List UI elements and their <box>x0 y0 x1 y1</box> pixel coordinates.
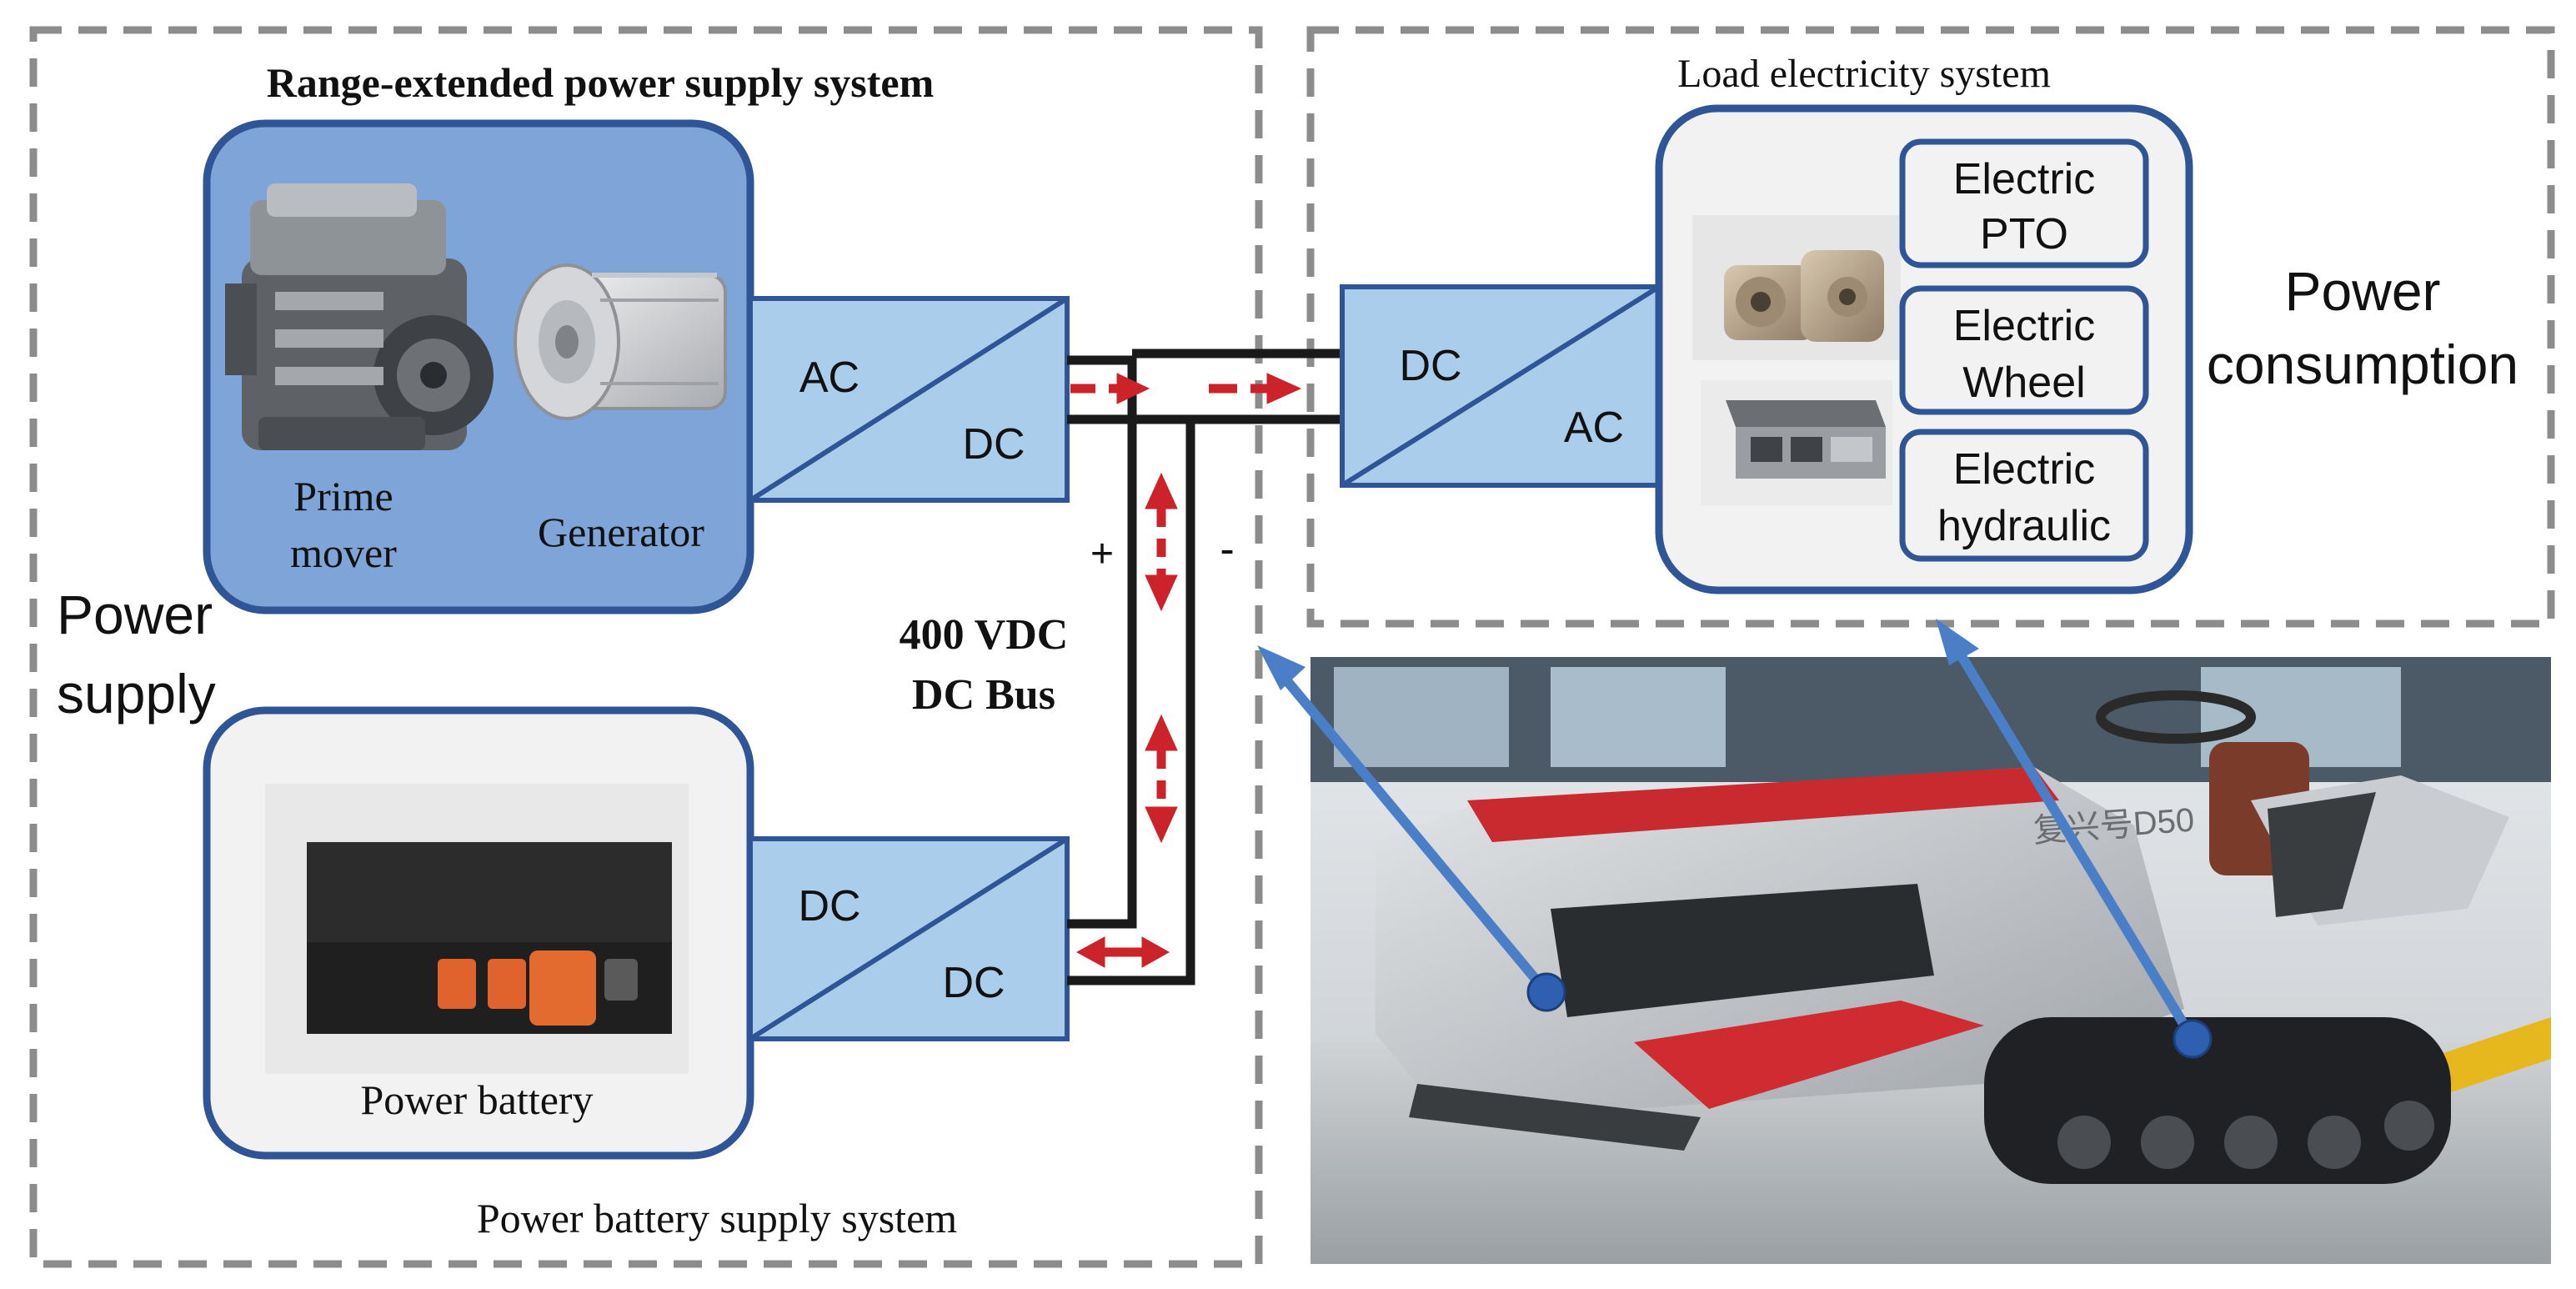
dc-bus-negative-line <box>1067 414 1195 986</box>
dc-bus-label: DC Bus <box>912 671 1055 719</box>
dcdc-output-label: DC <box>942 959 1005 1007</box>
power-battery-label: Power battery <box>360 1076 593 1123</box>
prime-mover-label-line1: Prime <box>293 473 393 519</box>
generator-image <box>514 263 727 420</box>
battery-system-title: Power battery supply system <box>477 1195 957 1241</box>
electric-wheel-box[interactable] <box>1899 285 2149 415</box>
load-system-title: Load electricity system <box>1677 52 2051 96</box>
power-supply-label-line1: Power <box>57 584 213 645</box>
power-consumption-label-line1: Power <box>2284 260 2440 322</box>
load-system-frame <box>1306 26 2555 628</box>
electric-pto-label-line2: PTO <box>1980 210 2068 258</box>
power-battery-image <box>265 784 689 1074</box>
electric-wheel-label-line2: Wheel <box>1962 359 2085 407</box>
power-supply-frame <box>29 26 1263 1268</box>
range-extended-title: Range-extended power supply system <box>267 59 935 106</box>
power-supply-label-line2: supply <box>57 663 216 725</box>
acdc-converter-divider <box>749 296 1069 503</box>
electric-hydraulic-box[interactable] <box>1899 429 2149 562</box>
electric-wheel-label-line1: Electric <box>1953 302 2095 350</box>
prime-mover-label-line2: mover <box>290 529 397 576</box>
dcdc-converter-divider <box>749 836 1069 1041</box>
electric-pto-label-line1: Electric <box>1953 155 2095 203</box>
tractor-photo: 复兴号D50 <box>1311 657 2551 1264</box>
power-consumption-label-line2: consumption <box>2207 334 2518 395</box>
generator-label: Generator <box>538 509 704 555</box>
dcac-inverter-divider <box>1341 284 1661 488</box>
acdc-input-label: AC <box>799 354 860 402</box>
dcac-output-label: AC <box>1564 404 1624 452</box>
dc-bus-voltage-label: 400 VDC <box>900 611 1069 659</box>
power-flow-arrows <box>1070 373 1302 968</box>
pointer-arrows <box>1257 619 2213 1059</box>
electric-pto-box[interactable] <box>1899 138 2149 268</box>
dcdc-input-label: DC <box>798 882 860 930</box>
electric-hydraulic-label-line2: hydraulic <box>1937 502 2111 550</box>
acdc-output-label: DC <box>962 420 1025 469</box>
electric-motor-image <box>1692 215 1901 360</box>
dc-bus <box>1067 349 1342 986</box>
electric-hydraulic-label-line1: Electric <box>1953 445 2095 494</box>
dcac-input-label: DC <box>1399 342 1461 390</box>
dc-bus-minus-sign: - <box>1220 525 1234 574</box>
dc-bus-plus-sign: + <box>1090 532 1114 576</box>
prime-mover-image <box>225 183 494 450</box>
motor-controller-image <box>1701 380 1892 505</box>
dc-bus-positive-line <box>1067 355 1137 929</box>
